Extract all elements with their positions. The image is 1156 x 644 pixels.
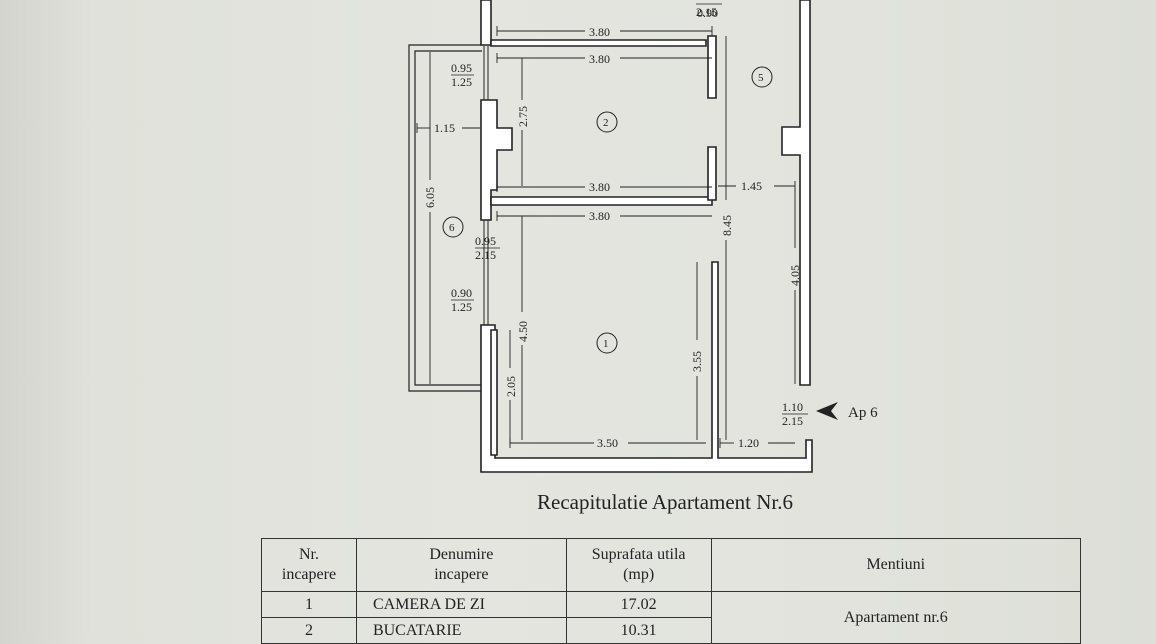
dim-door-mid-top: 0.95 [475, 234, 496, 248]
dim-hall-width: 1.45 [741, 179, 762, 193]
dim-entry-bottom: 2.15 [782, 414, 803, 428]
cell-name: CAMERA DE ZI [355, 591, 567, 618]
dim-window-lower-top: 0.90 [451, 286, 472, 300]
cell-nr: 2 [261, 617, 357, 644]
balcony-inner-outline [414, 50, 482, 386]
dim-kitchen-top-inner: 3.80 [589, 52, 610, 66]
dim-top-stack-bottom: 2.15 [696, 5, 717, 19]
dim-entry-top: 1.10 [782, 400, 803, 414]
cell-nr: 1 [261, 591, 357, 618]
cell-area: 17.02 [565, 591, 712, 618]
room-label-2: 2 [603, 117, 609, 129]
dim-window-upper-top: 0.95 [451, 61, 472, 75]
dim-hall-length: 8.45 [720, 215, 734, 236]
dim-living-right-wall: 3.55 [690, 351, 704, 372]
dim-window-lower-bottom: 1.25 [451, 300, 472, 314]
dim-living-lower-wall: 2.05 [504, 376, 518, 397]
dim-living-width: 3.50 [597, 436, 618, 450]
floor-plan: 0.90 2.15 3.80 3.80 3.80 3.80 2.75 1.15 … [408, 0, 878, 473]
recap-title: Recapitulatie Apartament Nr.6 [537, 490, 793, 514]
wall-left-lower [480, 261, 813, 473]
dim-living-height: 4.50 [516, 321, 530, 342]
room-label-1: 1 [603, 338, 609, 350]
wall-living-left [490, 329, 498, 456]
dim-kitchen-bottom-inner: 3.80 [589, 180, 610, 194]
entry-arrow-icon [816, 402, 838, 420]
dim-kitchen-height: 2.75 [516, 106, 530, 127]
header-suprafata: Suprafata utila(mp) [565, 538, 712, 592]
cell-mentiuni: Apartament nr.6 [710, 591, 1082, 644]
table-row: 2 BUCATARIE 10.31 [261, 617, 1081, 644]
dim-balcony-width: 1.15 [434, 121, 455, 135]
dim-top-partial: 0.90 [697, 6, 718, 20]
cell-name: BUCATARIE [355, 617, 567, 644]
dim-balcony-length: 6.05 [423, 187, 437, 208]
header-nr: Nr.incapere [261, 538, 357, 592]
wall-kitchen-bottom [490, 196, 713, 206]
dim-kitchen-top-outer: 3.80 [589, 25, 610, 39]
cell-area: 10.31 [565, 617, 712, 644]
balcony-outline [408, 44, 482, 392]
dim-door-mid-bottom: 2.15 [475, 248, 496, 262]
header-mentiuni: Mentiuni [710, 538, 1082, 592]
room-label-6: 6 [449, 222, 455, 234]
wall-left-top [480, 0, 492, 46]
entry-label: Ap 6 [848, 405, 878, 421]
wall-kitchen-right-upper [707, 35, 717, 99]
dim-window-upper-bottom: 1.25 [451, 75, 472, 89]
table-row: 1 CAMERA DE ZI 17.02 Apartament nr.6 [261, 591, 1082, 644]
wall-right [781, 0, 811, 386]
dim-kitchen-bottom-outer: 3.80 [589, 209, 610, 223]
dim-hall-lower-length: 4.05 [788, 265, 802, 286]
room-label-5: 5 [758, 72, 764, 84]
wall-kitchen-top [490, 39, 707, 47]
dim-hall-bottom-width: 1.20 [738, 436, 759, 450]
wall-kitchen-right-lower [707, 146, 717, 201]
